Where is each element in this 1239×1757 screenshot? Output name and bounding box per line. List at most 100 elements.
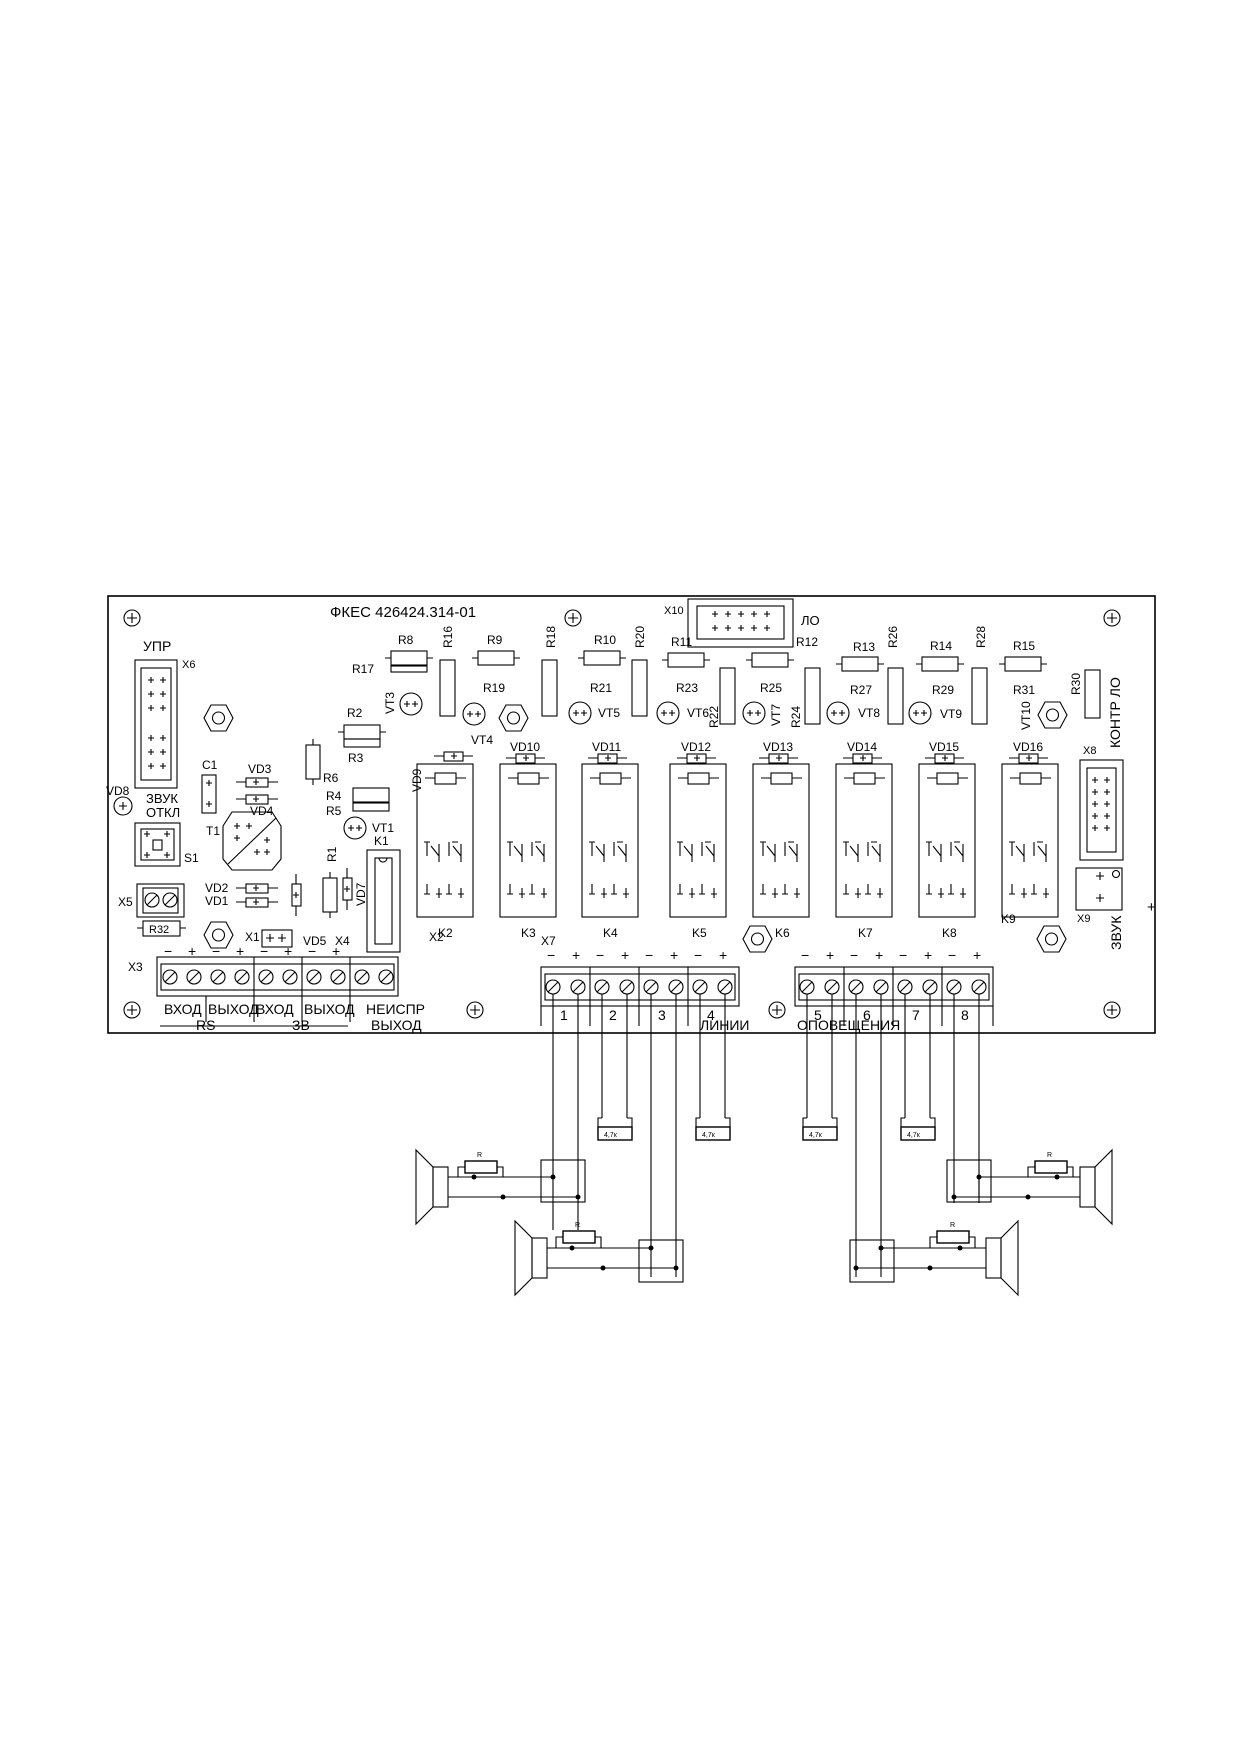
x3-label: ВХОД: [256, 1001, 294, 1017]
diode-label: VD11: [592, 740, 621, 754]
resistor-label: R26: [886, 626, 900, 648]
x3-group: ЗВ: [292, 1017, 310, 1033]
resistor: [921, 656, 959, 672]
speakers: R R R R: [415, 1148, 1113, 1297]
connector-x10: [687, 598, 794, 648]
diode-label: VD16: [1013, 740, 1043, 754]
x3-group: ВЫХОД: [371, 1017, 422, 1033]
label-t1: T1: [206, 824, 220, 838]
resistor: [971, 667, 988, 725]
label-r6: R6: [323, 771, 339, 785]
svg-text:+: +: [973, 947, 981, 963]
resistor-r4: [352, 787, 390, 803]
mounting-hole-icon: [768, 1001, 786, 1019]
diode-vd4: [236, 794, 278, 805]
label-c1: C1: [202, 758, 218, 772]
resistor: [439, 659, 456, 717]
eol-resistor-label: 4,7к: [907, 1132, 921, 1139]
relay-channel-1: VD9 K2: [410, 751, 474, 940]
diode-vd2: [236, 883, 278, 894]
standoffs: [203, 701, 1068, 953]
resistor: [751, 652, 789, 668]
line-number: 1: [560, 1007, 568, 1023]
eol-resistor-label: 4,7к: [702, 1132, 716, 1139]
relay-row: VD9 K2 VD10 K3 VD11 K4 VD12 K5: [410, 740, 1059, 940]
relay-label: K9: [1001, 912, 1016, 926]
resistor: [541, 659, 558, 717]
mounting-holes: [123, 609, 1121, 1019]
label-r4: R4: [326, 789, 342, 803]
svg-text:+: +: [572, 947, 580, 963]
label-kontr-lo: КОНТР ЛО: [1107, 677, 1123, 748]
svg-text:−: −: [801, 947, 809, 963]
speaker-icon: [929, 1219, 1019, 1297]
x7-polarity-marks: − + − + − + − +: [547, 947, 727, 963]
standoff-icon: [203, 704, 234, 732]
standoff-icon: [203, 921, 234, 949]
resistor-group-3: R10 R21 R20 VT5: [568, 626, 648, 725]
label-x7: X7: [541, 934, 556, 948]
resistor-label: R27: [850, 683, 872, 697]
resistor: [1004, 656, 1042, 672]
svg-text:+: +: [719, 947, 727, 963]
relay-body: [1001, 763, 1059, 918]
diode-label: VD15: [929, 740, 959, 754]
relay-channel-8: VD16 K9: [1001, 740, 1059, 926]
diode-vd7: [342, 868, 353, 910]
label-vd7: VD7: [354, 882, 368, 906]
connector-x9: [1075, 867, 1123, 911]
svg-text:+: +: [332, 943, 340, 959]
label-r5: R5: [326, 804, 342, 818]
mounting-hole-icon: [123, 1001, 141, 1019]
x3-group: RS: [196, 1017, 215, 1033]
diode-label: VD12: [681, 740, 711, 754]
external-wiring: [496, 994, 1036, 1283]
label-r3: R3: [348, 751, 364, 765]
relay-channel-3: VD11 K4: [581, 740, 639, 940]
svg-text:−: −: [547, 947, 555, 963]
terminal-x5: [136, 883, 185, 918]
resistor-group-7: R14 R29 R28 VT9: [908, 626, 988, 725]
switch-s1: [134, 822, 181, 867]
relay-body: [416, 763, 474, 918]
label-k1: K1: [374, 834, 389, 848]
resistor-label: R13: [853, 640, 875, 654]
label-vd3: VD3: [248, 762, 272, 776]
svg-text:+: +: [236, 943, 244, 959]
resistor-r6: [305, 744, 321, 780]
transistor-label: VT9: [940, 707, 962, 721]
resistor-r5: [352, 802, 390, 812]
relay-label: K2: [438, 926, 453, 940]
x3-labels: [160, 996, 351, 1027]
resistor-label: R31: [1013, 683, 1035, 697]
transistor-label: VT7: [769, 704, 783, 726]
resistor-r2: [343, 724, 381, 740]
outside-plus-mark: +: [1147, 899, 1156, 916]
resistor-label: R30: [1069, 673, 1083, 695]
svg-text:+: +: [875, 947, 883, 963]
label-r32: R32: [149, 924, 169, 936]
line-number: 7: [912, 1007, 920, 1023]
relay-channel-4: VD12 K5: [669, 740, 727, 940]
transistor-label: VT8: [858, 706, 880, 720]
label-x1: X1: [245, 930, 260, 944]
resistor-label: R16: [441, 626, 455, 648]
label-x6: X6: [182, 659, 195, 671]
svg-text:+: +: [188, 943, 196, 959]
label-r2: R2: [347, 706, 363, 720]
resistor-label: R11: [671, 635, 692, 649]
resistor-label: R24: [789, 706, 803, 728]
transistor-icon: [462, 702, 486, 726]
relay-channel-6: VD14 K7: [835, 740, 893, 940]
label-lo: ЛО: [801, 613, 820, 628]
resistor-label: R28: [974, 626, 988, 648]
label-x8: X8: [1083, 745, 1096, 757]
line-number: 5: [814, 1007, 822, 1023]
relay-label: K4: [603, 926, 618, 940]
speaker-resistor-label: R: [950, 1222, 955, 1229]
label-vd8: VD8: [106, 784, 130, 798]
label-x9: X9: [1077, 913, 1090, 925]
relay-channel-7: VD15 K8: [918, 740, 976, 940]
diode-vd3: [236, 777, 278, 788]
svg-text:−: −: [596, 947, 604, 963]
